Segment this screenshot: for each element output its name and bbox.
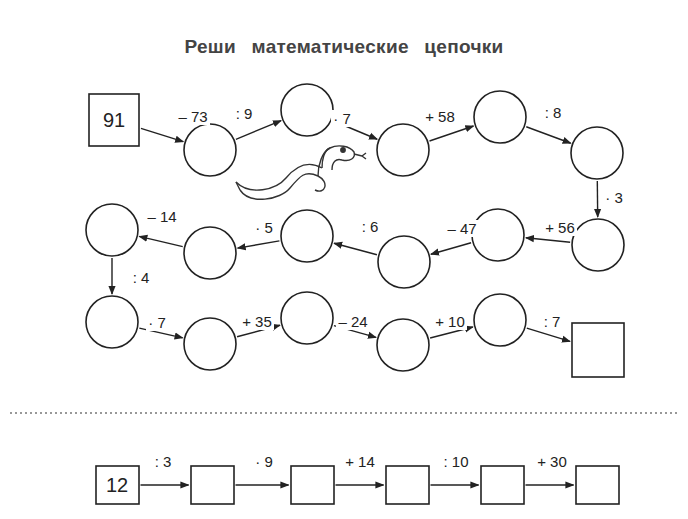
arrow	[336, 484, 384, 485]
start-number: 12	[106, 474, 128, 497]
operation-label: + 30	[535, 453, 569, 470]
number-box: 91	[88, 93, 140, 147]
arrow	[526, 484, 574, 485]
empty-circle	[280, 291, 334, 345]
operation-label: – 47	[445, 220, 478, 237]
empty-circle	[280, 209, 334, 263]
arrow	[430, 126, 474, 141]
empty-circle	[570, 126, 624, 180]
operation-label: – 24	[336, 313, 369, 330]
empty-circle	[85, 295, 139, 349]
empty-circle	[280, 83, 334, 137]
arrow	[431, 484, 479, 485]
operation-label: · 5	[253, 219, 275, 236]
operation-label: – 73	[176, 108, 209, 125]
arrow	[236, 121, 281, 140]
arrow	[238, 241, 280, 248]
operation-label: + 14	[343, 453, 377, 470]
circle-outline	[376, 318, 430, 372]
operation-label: : 8	[543, 104, 564, 121]
box-outline	[571, 322, 625, 378]
circle-outline	[85, 295, 139, 349]
arrow	[141, 484, 189, 485]
operation-label: + 58	[423, 108, 457, 125]
circle-outline	[571, 218, 625, 272]
snake	[236, 146, 366, 199]
arrow	[236, 484, 289, 485]
circle-outline	[280, 83, 334, 137]
arrow	[597, 181, 599, 217]
operation-label: + 35	[240, 313, 274, 330]
operation-label: · 7	[146, 314, 168, 331]
arrow	[526, 127, 570, 144]
operation-label: · 9	[253, 453, 275, 470]
operation-label: : 6	[360, 218, 381, 235]
separator-dotted-line	[10, 412, 680, 414]
arrow	[141, 128, 183, 141]
operation-label: – 14	[145, 208, 178, 225]
circle-outline	[280, 291, 334, 345]
circle-outline	[377, 235, 431, 289]
operation-label: + 56	[543, 219, 577, 236]
number-box	[190, 465, 235, 505]
circle-outline	[85, 203, 139, 257]
operation-label: : 3	[153, 453, 174, 470]
operation-label: + 10	[433, 313, 467, 330]
arrow	[526, 238, 570, 242]
box-outline	[190, 465, 235, 505]
number-box	[571, 322, 625, 378]
empty-circle	[85, 203, 139, 257]
arrow	[431, 243, 471, 255]
circle-outline	[183, 123, 237, 177]
operation-label: · 7	[331, 110, 353, 127]
operation-label: : 10	[441, 453, 470, 470]
circle-outline	[183, 226, 237, 280]
empty-circle	[377, 235, 431, 289]
number-box	[480, 465, 525, 505]
circle-outline	[570, 126, 624, 180]
circle-outline	[471, 208, 525, 262]
number-box	[385, 465, 430, 505]
circle-outline	[376, 123, 430, 177]
empty-circle	[183, 317, 237, 371]
box-outline	[575, 465, 620, 505]
number-box: 12	[95, 465, 140, 505]
box-outline	[480, 465, 525, 505]
operation-label: · 3	[603, 189, 625, 206]
arrow	[139, 236, 182, 246]
arrow	[334, 243, 377, 255]
empty-circle	[376, 318, 430, 372]
empty-circle	[473, 90, 527, 144]
arrow	[111, 258, 112, 294]
number-box	[575, 465, 620, 505]
arrow	[527, 328, 570, 341]
empty-circle	[571, 218, 625, 272]
empty-circle	[183, 123, 237, 177]
operation-label: : 9	[234, 105, 255, 122]
title: Реши математические цепочки	[0, 36, 688, 58]
circle-outline	[183, 317, 237, 371]
operation-label: : 7	[542, 313, 563, 330]
box-outline	[290, 465, 335, 505]
circle-outline	[473, 293, 527, 347]
box-outline	[385, 465, 430, 505]
circle-outline	[473, 90, 527, 144]
circle-outline	[280, 209, 334, 263]
empty-circle	[183, 226, 237, 280]
operation-label: : 4	[131, 269, 152, 286]
start-number: 91	[103, 109, 125, 132]
empty-circle	[473, 293, 527, 347]
empty-circle	[376, 123, 430, 177]
empty-circle	[471, 208, 525, 262]
number-box	[290, 465, 335, 505]
